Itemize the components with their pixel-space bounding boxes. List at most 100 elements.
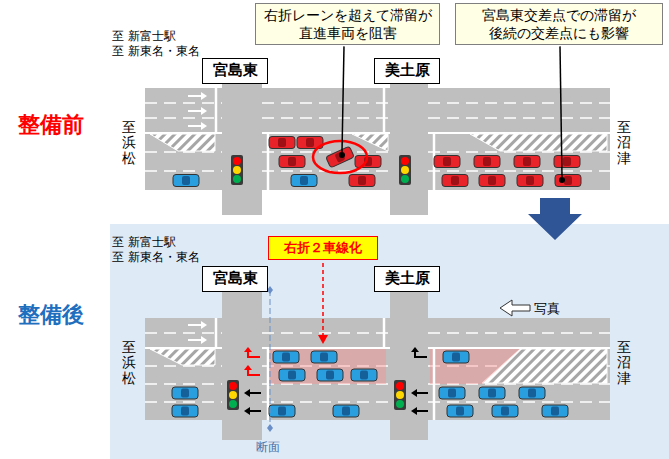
car: [172, 405, 198, 417]
cross-road: [222, 289, 262, 440]
car-window: [528, 389, 536, 398]
car: [317, 369, 343, 381]
widened-lane-area: [430, 349, 520, 384]
car-body: [273, 351, 299, 363]
car-body: [172, 387, 198, 399]
lane-arrow: [249, 392, 261, 394]
stop-line: [215, 88, 218, 133]
lane-arrow: [248, 352, 260, 357]
lane-arrow: [248, 370, 260, 375]
section-label: 断面: [256, 439, 280, 456]
signal-yellow: [396, 391, 404, 399]
lane-arrow: [416, 410, 428, 412]
queued-car: [479, 175, 505, 187]
car-window: [564, 176, 572, 185]
car-body: [439, 387, 465, 399]
traffic-signal: [394, 380, 406, 410]
leader-dot: [559, 177, 565, 183]
car-window: [451, 176, 459, 185]
after-panel: [110, 224, 669, 459]
arrow-head: [411, 347, 419, 352]
car-body: [443, 351, 469, 363]
lane-line: [428, 401, 610, 403]
section-end: [267, 424, 273, 432]
lane-line: [262, 151, 390, 153]
traffic-signal: [231, 155, 243, 185]
arrow-head: [201, 92, 207, 100]
zebra-zone: [150, 134, 215, 151]
car-body: [555, 175, 581, 187]
car-body: [517, 175, 543, 187]
signal-green: [229, 400, 237, 408]
car-body: [317, 369, 343, 381]
lane-line: [145, 102, 222, 104]
node-text: 宮島東: [213, 269, 258, 289]
car-body: [173, 175, 199, 187]
signal-yellow: [229, 391, 237, 399]
car: [519, 387, 545, 399]
leader-line: [560, 46, 562, 177]
lane-arrow: [188, 339, 202, 341]
photo-label: 写真: [534, 300, 560, 318]
phase-title: 整備前: [18, 110, 84, 140]
arrow-head: [244, 347, 252, 352]
car-window: [563, 157, 571, 166]
signal-red: [229, 382, 237, 390]
arrow-head: [244, 407, 250, 415]
stop-line: [383, 88, 386, 133]
zebra-zone: [470, 134, 607, 151]
lane-arrow: [188, 125, 202, 127]
car-window: [300, 176, 308, 185]
car-body: [479, 175, 505, 187]
lane-line: [145, 401, 222, 403]
car: [542, 405, 568, 417]
car-body: [269, 137, 295, 149]
car-body: [519, 387, 545, 399]
lane-arrow: [188, 95, 202, 97]
car-window: [360, 371, 368, 380]
car-window: [182, 176, 190, 185]
car: [273, 351, 299, 363]
lane-line: [262, 117, 390, 119]
photo-arrow: [500, 300, 530, 316]
car-window: [358, 176, 366, 185]
queued-car: [474, 156, 500, 168]
road-before: [145, 81, 610, 215]
car: [439, 387, 465, 399]
queued-car: [279, 156, 305, 168]
problem-circle: [313, 141, 367, 173]
stop-line: [383, 318, 386, 348]
lane-line: [428, 170, 610, 172]
car-window: [306, 138, 314, 147]
car-window: [320, 353, 328, 362]
car-body: [514, 156, 540, 168]
car: [172, 387, 198, 399]
car: [291, 175, 317, 187]
arrow-head: [411, 407, 417, 415]
arrow-head: [244, 365, 252, 370]
node-text: 美土原: [385, 61, 430, 81]
car-window: [456, 407, 464, 416]
car-body: [351, 369, 377, 381]
leader-line: [342, 46, 344, 152]
signal-green: [401, 175, 409, 183]
car-body: [434, 156, 460, 168]
car-window: [278, 138, 286, 147]
car-window: [288, 371, 296, 380]
car-window: [278, 407, 286, 416]
queued-car: [442, 175, 468, 187]
direction-label: 至 新富士駅: [112, 234, 176, 251]
stop-line: [433, 348, 436, 420]
signal-green: [396, 400, 404, 408]
car-window: [181, 389, 189, 398]
lane-arrow: [188, 110, 202, 112]
signal-red: [233, 157, 241, 165]
zebra-zone: [150, 349, 215, 365]
direction-label: 至 沼津: [617, 120, 631, 166]
lane-line: [428, 332, 610, 334]
lane-line: [145, 170, 222, 172]
lane-arrow: [188, 324, 202, 326]
car-window: [551, 407, 559, 416]
car-body: [492, 405, 518, 417]
